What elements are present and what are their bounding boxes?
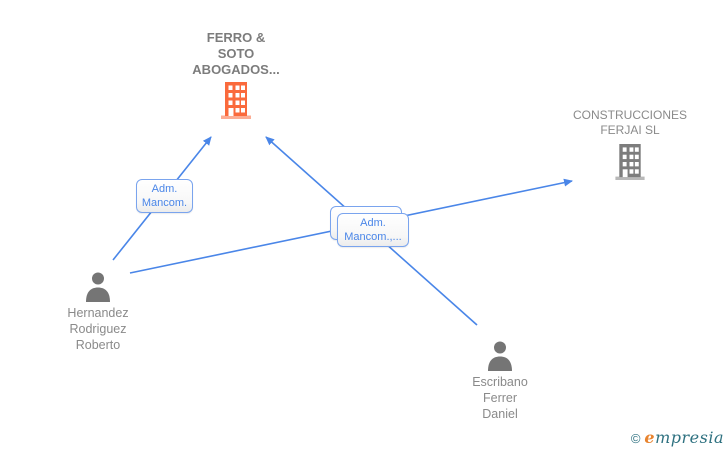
node-escribano-ferrer-daniel[interactable]: Escribano Ferrer Daniel — [440, 341, 560, 422]
node-label: Escribano Ferrer Daniel — [472, 375, 528, 421]
node-label: CONSTRUCCIONES FERJAI SL — [572, 108, 687, 137]
person-icon — [84, 272, 112, 302]
brand-wordmark: empresia — [644, 428, 724, 447]
brand-initial: e — [644, 428, 656, 447]
person-icon — [486, 341, 514, 371]
building-icon — [221, 82, 251, 119]
node-label: FERRO & SOTO ABOGADOS... — [192, 30, 280, 77]
edge-label-adm-mancom-front[interactable]: Adm. Mancom.,... — [337, 213, 409, 247]
node-ferro-soto-abogados[interactable]: FERRO & SOTO ABOGADOS... — [156, 30, 316, 119]
edge-label-adm-mancom[interactable]: Adm. Mancom. — [136, 179, 193, 213]
node-construcciones-ferjai[interactable]: CONSTRUCCIONES FERJAI SL — [540, 108, 720, 180]
building-icon — [615, 144, 645, 180]
empresia-logo[interactable]: © empresia — [631, 428, 724, 447]
copyright-icon: © — [630, 431, 641, 446]
brand-rest: mpresia — [655, 428, 724, 447]
node-hernandez-rodriguez-roberto[interactable]: Hernandez Rodriguez Roberto — [38, 272, 158, 353]
node-label: Hernandez Rodriguez Roberto — [67, 306, 129, 352]
